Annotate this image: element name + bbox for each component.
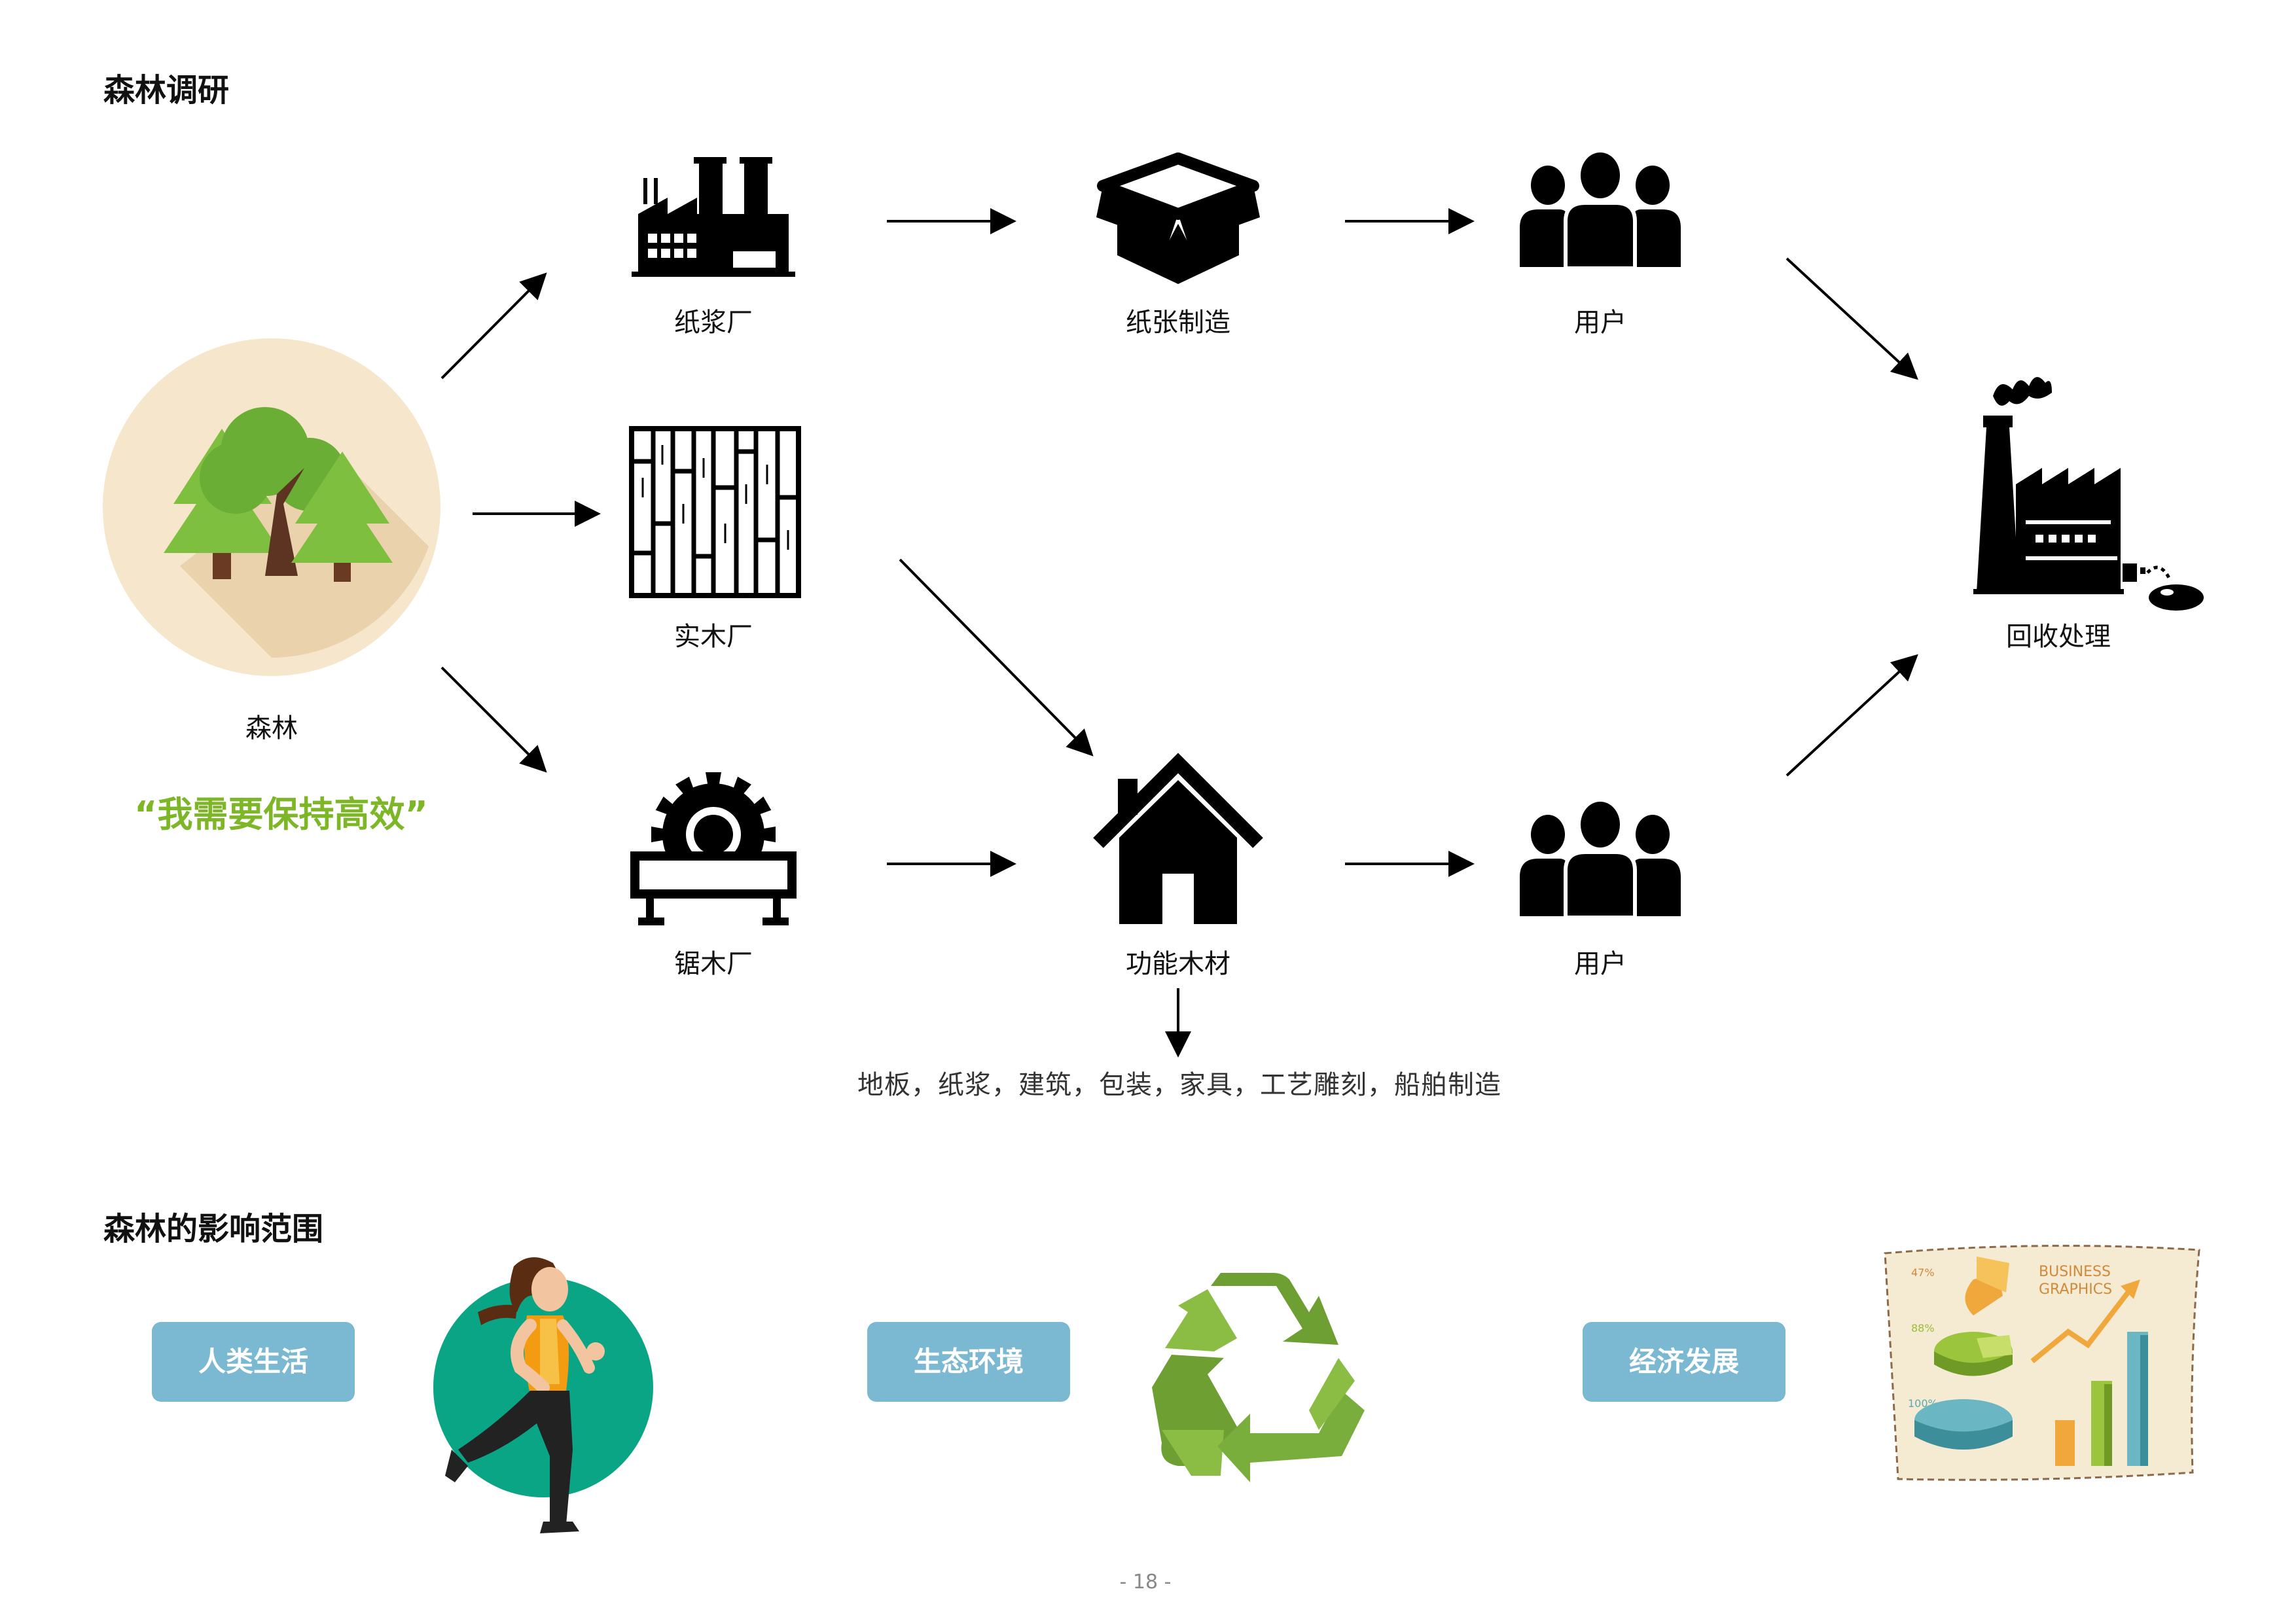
section-title-impact: 森林的影响范围 xyxy=(103,1211,324,1247)
box-icon xyxy=(1096,152,1260,284)
arrow-user2-to-recycle xyxy=(1785,654,1918,777)
wood-planks-icon xyxy=(629,426,801,598)
bg-title-line1: BUSINESS xyxy=(2039,1264,2111,1280)
arrow-user-to-recycle xyxy=(1785,257,1918,380)
label-sawmill: 锯木厂 xyxy=(674,949,753,979)
arrow-solid-to-functional xyxy=(899,558,1094,757)
pill-economy: 经济发展 xyxy=(1583,1322,1785,1402)
arrow-forest-to-pulp xyxy=(440,272,547,380)
users-icon xyxy=(1520,802,1681,919)
pill-ecology: 生态环境 xyxy=(867,1322,1070,1402)
bg-title-line2: GRAPHICS xyxy=(2039,1281,2112,1298)
business-chart-icon: 47% 88% 100% BUSINESS GRAPHICS xyxy=(1884,1245,2200,1481)
factory-icon xyxy=(632,157,795,277)
wood-uses-list: 地板，纸浆，建筑，包装，家具，工艺雕刻，船舶制造 xyxy=(857,1070,1501,1100)
forest-quote: “我需要保持高效” xyxy=(134,794,428,835)
forest-icon xyxy=(103,338,440,676)
recycling-plant-icon xyxy=(1973,377,2204,611)
recycle-icon xyxy=(1152,1273,1365,1482)
label-recycling: 回收处理 xyxy=(2006,622,2111,652)
bg-label-p2: 88% xyxy=(1911,1322,1935,1334)
users-icon xyxy=(1520,152,1681,270)
section-title-research: 森林调研 xyxy=(103,72,230,109)
label-forest: 森林 xyxy=(245,713,298,743)
sawmill-icon xyxy=(630,772,797,925)
page-number: - 18 - xyxy=(1119,1571,1172,1594)
label-pulp-mill: 纸浆厂 xyxy=(674,308,753,338)
bg-label-p1: 47% xyxy=(1911,1266,1935,1279)
label-functional-wood: 功能木材 xyxy=(1126,949,1230,979)
label-solid-wood-mill: 实木厂 xyxy=(674,622,753,652)
arrow-forest-to-saw xyxy=(440,666,547,773)
house-icon xyxy=(1093,753,1263,924)
pill-human-life: 人类生活 xyxy=(152,1322,355,1402)
label-user-bottom: 用户 xyxy=(1574,949,1626,979)
label-user-top: 用户 xyxy=(1574,308,1626,338)
label-paper-making: 纸张制造 xyxy=(1126,308,1230,338)
runner-icon xyxy=(433,1257,653,1533)
